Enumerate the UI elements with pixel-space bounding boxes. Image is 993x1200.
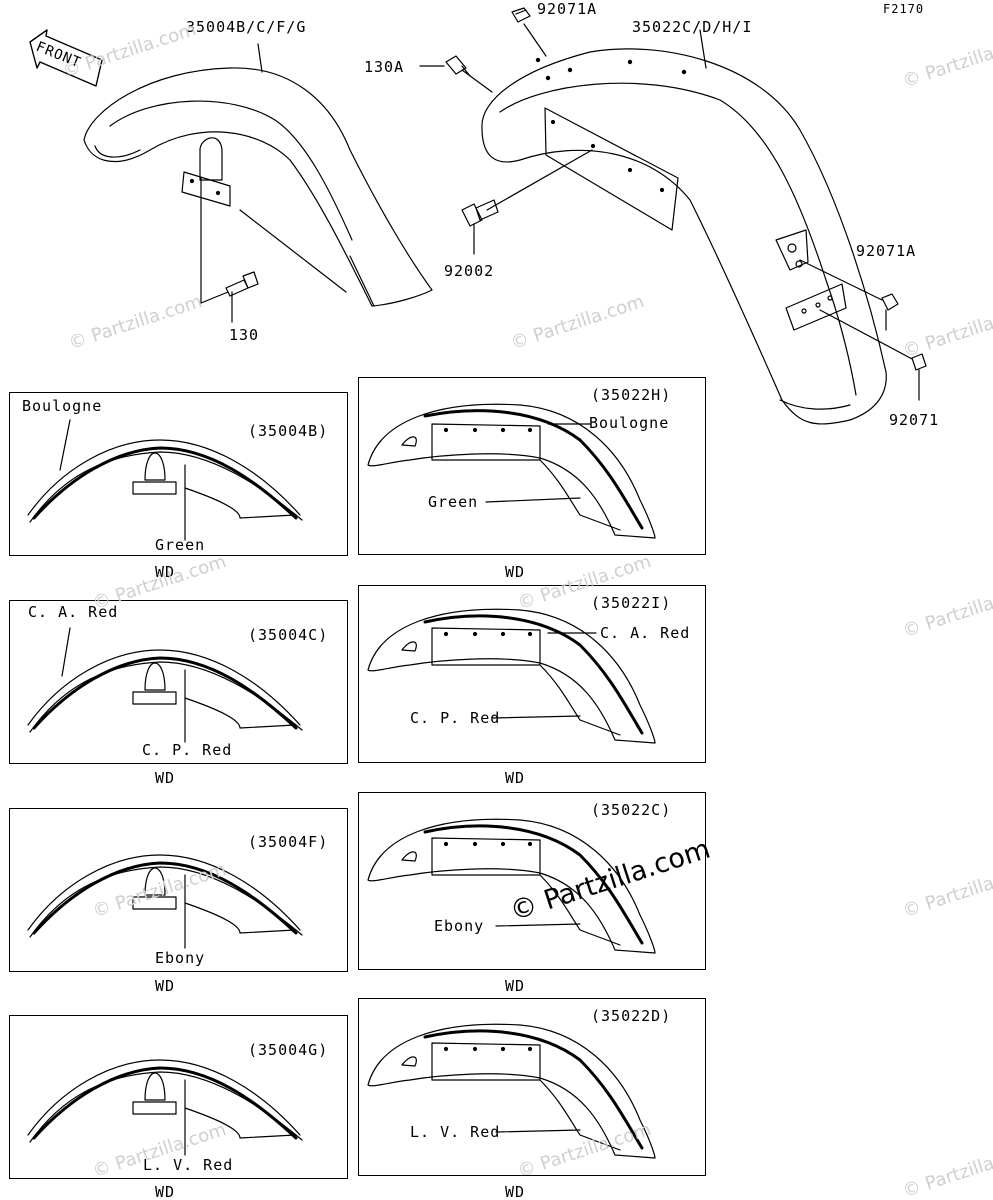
variant-body-label: L. V. Red: [143, 1156, 234, 1174]
variant-panel-35022d: [358, 998, 706, 1176]
variant-front-35004c-drawing: [27, 627, 303, 743]
variant-code: (35022I): [591, 594, 672, 612]
variant-stripe-label: Boulogne: [589, 414, 670, 432]
variant-front-35004b-drawing: [27, 419, 303, 541]
variant-panel-35022c: [358, 792, 706, 970]
variant-panel-35022h: [358, 377, 706, 555]
figure-code: F2170: [883, 2, 925, 16]
variant-panel-35004b: [9, 392, 348, 556]
variant-stripe-label: Boulogne: [22, 397, 103, 415]
variant-code: (35022D): [591, 1007, 672, 1025]
bolt-92002-icon: [461, 199, 499, 255]
variant-front-35004f-drawing: [27, 854, 303, 949]
variant-panel-35022i: [358, 585, 706, 763]
variant-panel-35004c: [9, 600, 348, 764]
bolt-130-icon: [225, 271, 259, 323]
variant-code: (35004B): [248, 422, 329, 440]
variant-code: (35004G): [248, 1041, 329, 1059]
bolt-130a-icon: [419, 55, 471, 77]
variant-note: WD: [155, 977, 176, 995]
variant-rear-35022c-drawing: [367, 818, 656, 954]
nut-92071a-top-icon: [511, 7, 531, 23]
variant-body-label: Green: [428, 493, 479, 511]
variant-code: (35022C): [591, 801, 672, 819]
callout-front-fender: 35004B/C/F/G: [186, 18, 307, 36]
variant-stripe-label: C. A. Red: [28, 603, 119, 621]
rear-fender-drawing: [257, 23, 915, 425]
callout-bolt-130: 130: [229, 326, 260, 344]
variant-body-label: Ebony: [434, 917, 485, 935]
variant-note: WD: [505, 563, 526, 581]
variant-note: WD: [505, 769, 526, 787]
variant-rear-35022h-drawing: [367, 403, 656, 539]
variant-note: WD: [505, 977, 526, 995]
callout-nut-right-2: 92071: [889, 411, 940, 429]
variant-note: WD: [155, 563, 176, 581]
nut-92071-right-icon: [911, 353, 927, 401]
callout-nut-right-1: 92071A: [856, 242, 917, 260]
variant-body-label: C. P. Red: [142, 741, 233, 759]
callout-nut-top: 92071A: [537, 0, 598, 18]
nut-92071a-right-icon: [881, 293, 899, 311]
variant-note: WD: [505, 1183, 526, 1200]
variant-panel-35004g: [9, 1015, 348, 1179]
callout-rear-fender: 35022C/D/H/I: [632, 18, 753, 36]
front-arrow-icon: [29, 29, 103, 87]
front-fender-drawing: [83, 67, 433, 307]
variant-code: (35004C): [248, 626, 329, 644]
variant-stripe-label: C. A. Red: [600, 624, 691, 642]
callout-bolt-92002: 92002: [444, 262, 495, 280]
variant-front-35004g-drawing: [27, 1059, 303, 1156]
variant-panel-35004f: [9, 808, 348, 972]
variant-note: WD: [155, 769, 176, 787]
variant-body-label: L. V. Red: [410, 1123, 501, 1141]
variant-rear-35022i-drawing: [367, 608, 656, 744]
callout-bolt-130a: 130A: [364, 58, 405, 76]
variant-note: WD: [155, 1183, 176, 1200]
variant-code: (35022H): [591, 386, 672, 404]
variant-rear-35022d-drawing: [367, 1023, 656, 1159]
variant-code: (35004F): [248, 833, 329, 851]
variant-body-label: Ebony: [155, 949, 206, 967]
variant-body-label: C. P. Red: [410, 709, 501, 727]
variant-body-label: Green: [155, 536, 206, 554]
